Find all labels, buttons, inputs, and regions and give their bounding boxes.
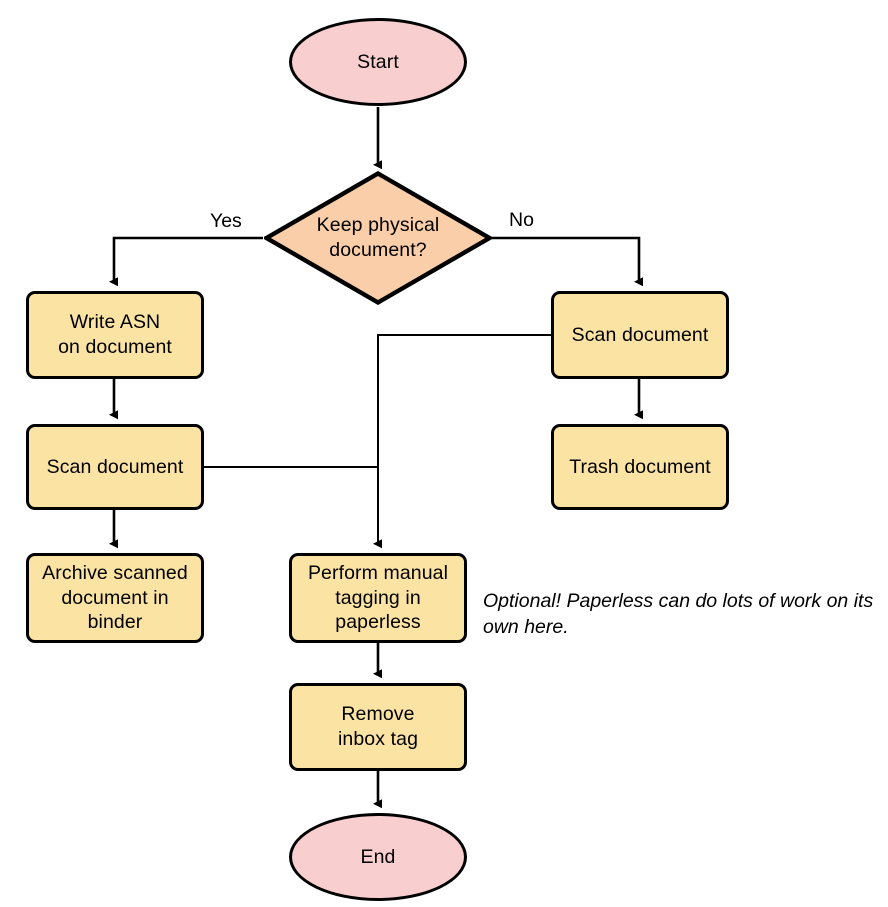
edge-scan-right-to-manual-tagging — [378, 334, 551, 544]
edge-label-no: No — [509, 209, 534, 231]
diamond-shape — [264, 171, 492, 305]
node-archive-label-line2: document in — [61, 586, 169, 609]
node-remove-inbox-label-line2: inbox tag — [337, 728, 419, 750]
node-write-asn-label-line1: Write ASN — [69, 311, 161, 334]
edge-decision-no-to-scan-right — [492, 236, 639, 282]
node-perform-manual-tagging[interactable]: Perform manual tagging in paperless — [289, 553, 467, 643]
node-start-label: Start — [357, 50, 399, 73]
node-write-asn-label: Write ASN on document — [58, 310, 172, 360]
node-archive-label: Archive scanned document in binder — [42, 561, 188, 636]
node-write-asn-label-line2: on document — [58, 336, 172, 358]
node-scan-document-right[interactable]: Scan document — [551, 291, 729, 379]
node-manual-tagging-label-line1: Perform manual — [307, 561, 449, 584]
node-scan-document-right-label: Scan document — [571, 323, 709, 346]
node-manual-tagging-label-line2: tagging in — [335, 586, 421, 609]
node-remove-inbox-tag[interactable]: Remove inbox tag — [289, 683, 467, 771]
node-trash-document[interactable]: Trash document — [551, 424, 729, 510]
node-start[interactable]: Start — [289, 18, 467, 106]
node-write-asn-on-document[interactable]: Write ASN on document — [26, 291, 204, 379]
node-archive-label-line3: binder — [87, 611, 143, 634]
annotation-optional-note: Optional! Paperless can do lots of work … — [483, 590, 874, 638]
edge-decision-yes-to-write-asn — [114, 236, 263, 282]
node-decision-label-line1: Keep physical — [316, 214, 440, 237]
node-remove-inbox-label: Remove inbox tag — [338, 702, 418, 752]
node-decision-label-line2: document? — [329, 239, 427, 261]
node-archive-scanned-document[interactable]: Archive scanned document in binder — [26, 553, 204, 643]
node-end[interactable]: End — [289, 813, 467, 901]
node-remove-inbox-label-line1: Remove — [341, 703, 415, 726]
node-scan-document-left-label: Scan document — [46, 455, 184, 478]
node-keep-physical-document-decision[interactable]: Keep physical document? — [264, 171, 492, 305]
edge-label-yes: Yes — [210, 210, 242, 232]
node-archive-label-line1: Archive scanned — [42, 561, 188, 584]
node-end-label: End — [360, 845, 396, 868]
node-decision-label: Keep physical document? — [264, 213, 492, 263]
node-manual-tagging-label-line3: paperless — [335, 611, 421, 634]
node-manual-tagging-label: Perform manual tagging in paperless — [308, 561, 448, 636]
node-scan-document-left[interactable]: Scan document — [26, 424, 204, 510]
node-trash-document-label: Trash document — [569, 455, 711, 478]
